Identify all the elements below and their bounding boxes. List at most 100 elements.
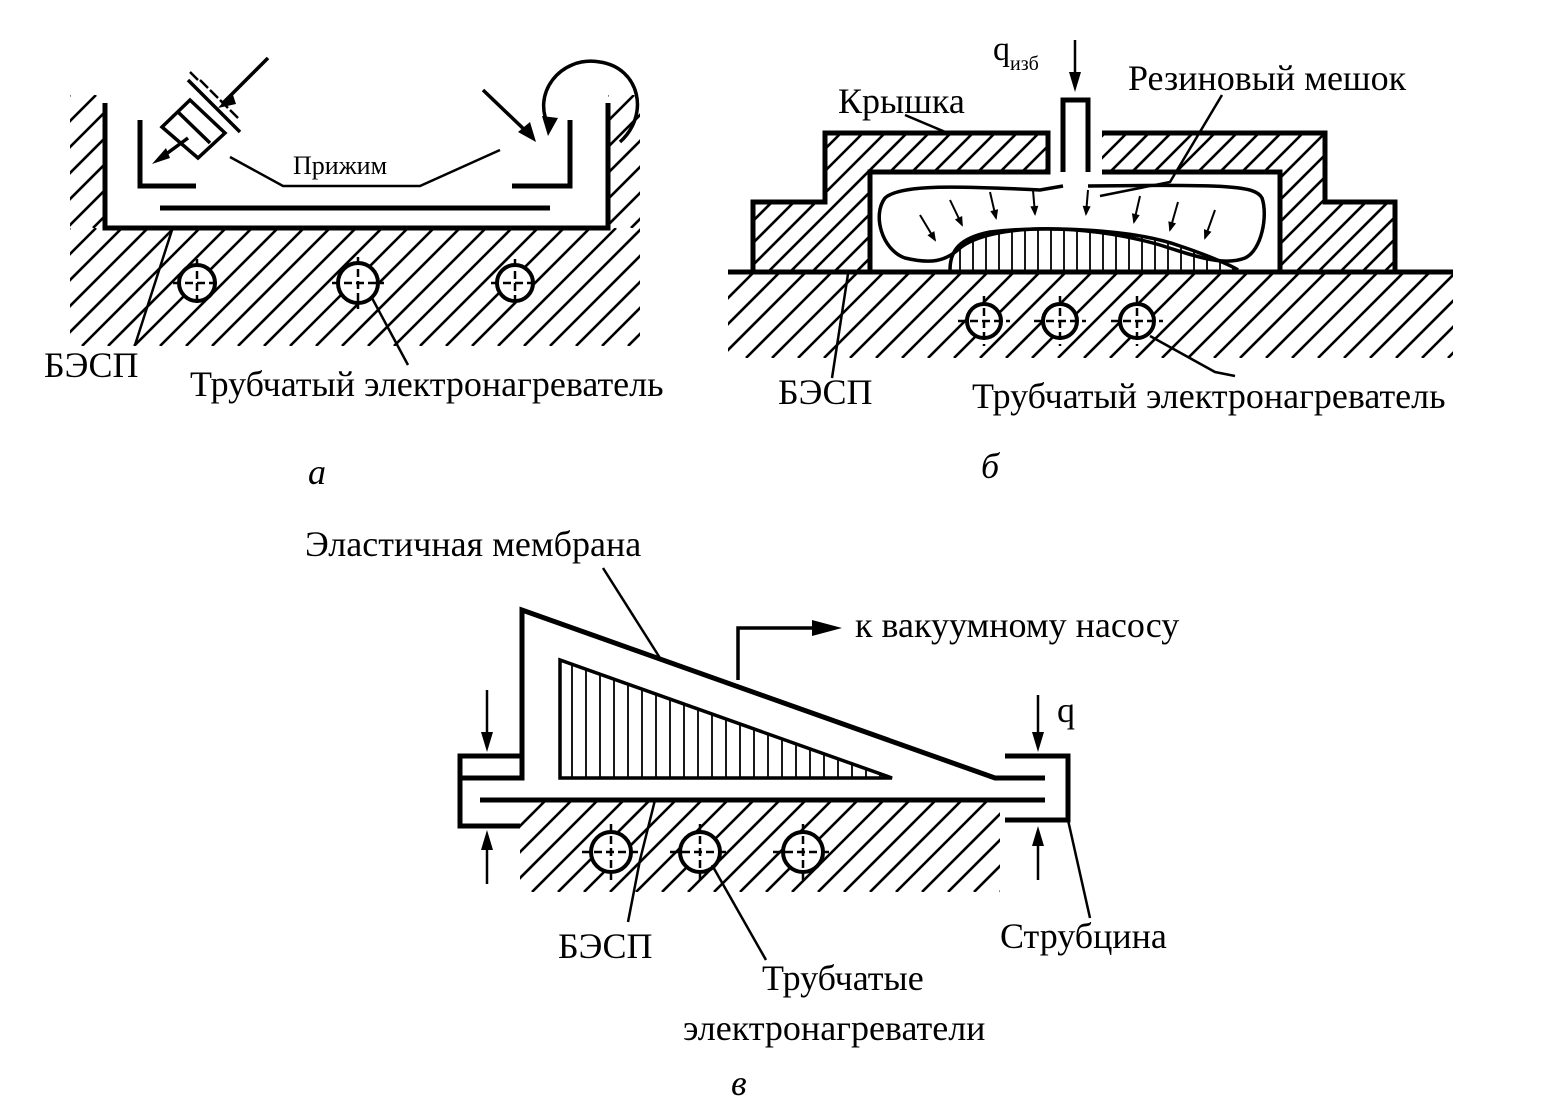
- hatch-line: [367, 228, 487, 346]
- b-lid-right-outline: [1102, 130, 1398, 275]
- hatch-line: [1421, 325, 1453, 358]
- b-inlet-tube: [1060, 97, 1091, 172]
- hatch-line: [1383, 133, 1395, 272]
- hatch-line: [520, 800, 521, 802]
- a-press-tool: [152, 56, 270, 164]
- hatch-line: [1361, 133, 1395, 272]
- c-besp-label: БЭСП: [558, 926, 652, 966]
- a-wall-right-hatch: [608, 95, 842, 228]
- hatch-line: [70, 228, 97, 256]
- hatch-line: [609, 800, 703, 892]
- hatch-line: [630, 95, 640, 228]
- a-caption: а: [308, 452, 326, 492]
- hatch-line: [899, 133, 1040, 272]
- hatch-line: [987, 133, 1128, 272]
- c-clamp-right: [1005, 753, 1071, 823]
- hatch-line: [70, 228, 71, 230]
- hatch-line: [979, 272, 1067, 358]
- hatch-line: [608, 95, 640, 228]
- hatch-line: [549, 254, 640, 346]
- c-clamp-left: [457, 753, 520, 829]
- hatch-line: [1395, 299, 1453, 358]
- hatch-line: [709, 95, 842, 228]
- c-membrane-leader: [601, 567, 662, 659]
- b-lid-label: Крышка: [838, 81, 965, 121]
- b-besp-label: БЭСП: [778, 372, 872, 412]
- hatch-line: [947, 838, 1000, 892]
- b-q-label: qизб: [993, 31, 1039, 75]
- hatch-line: [70, 95, 105, 228]
- a-clamp-right: [512, 120, 573, 189]
- hatch-line: [877, 133, 1018, 272]
- hatch-line: [789, 133, 930, 272]
- hatch-line: [1406, 133, 1545, 272]
- b-rubber-bag: [877, 183, 1266, 263]
- a-wall-left-hatch: [70, 95, 105, 228]
- hatch-line: [1516, 133, 1553, 272]
- a-curved-arrowhead: [542, 116, 558, 136]
- b-lid-leader: [904, 113, 951, 136]
- b-heater-2: [1034, 296, 1086, 346]
- bag-pressure-arrowhead: [1030, 205, 1039, 216]
- hatch-line: [791, 800, 885, 892]
- hatch-line: [520, 800, 547, 828]
- b-caption: б: [981, 446, 1001, 486]
- hatch-line: [817, 800, 911, 892]
- hatch-line: [1213, 272, 1301, 358]
- c-heater-2: [670, 824, 730, 880]
- hatch-line: [753, 133, 754, 272]
- a-heater-2: [332, 257, 384, 309]
- a-heater-label: Трубчатый электронагреватель: [190, 364, 664, 404]
- hatch-line: [767, 133, 908, 272]
- a-clamp-left: [137, 120, 196, 189]
- hatch-line: [875, 272, 963, 358]
- hatch-line: [728, 272, 807, 352]
- hatch-line: [687, 800, 781, 892]
- a-curved-arrow: [542, 59, 640, 144]
- hatch-line: [531, 800, 625, 892]
- bag-pressure-arrowhead: [1082, 205, 1091, 216]
- hatch-line: [843, 800, 937, 892]
- c-part: [558, 657, 893, 780]
- a-heater-3: [491, 259, 539, 307]
- bag-pressure-arrowhead: [1168, 221, 1177, 232]
- hatch-line: [1339, 133, 1395, 272]
- hatch-line: [1187, 272, 1275, 358]
- diagram-b: qизб Крышка Резиновый мешок БЭСП Трубчат…: [728, 31, 1553, 486]
- hatch-line: [1526, 272, 1553, 358]
- hatch-line: [211, 228, 331, 346]
- c-q-label: q: [1057, 690, 1075, 730]
- c-heaters-label-2: электронагреватели: [683, 1008, 985, 1048]
- hatch-line: [901, 272, 989, 358]
- c-clamp-leader: [1066, 819, 1092, 919]
- hatch-line: [107, 228, 227, 346]
- c-heaters-leader: [710, 864, 768, 961]
- c-membrane-label: Эластичная мембрана: [305, 524, 641, 564]
- hatch-line: [70, 95, 97, 228]
- b-bag-label: Резиновый мешок: [1128, 58, 1407, 98]
- a-clamp-leader: [229, 148, 501, 188]
- hatch-line: [627, 332, 640, 346]
- a-heater-leader: [370, 297, 410, 366]
- hatch-line: [728, 272, 729, 274]
- hatch-line: [1317, 272, 1405, 358]
- a-besp-label: БЭСП: [44, 345, 138, 385]
- hatch-line: [520, 800, 599, 880]
- hatch-line: [1494, 133, 1553, 272]
- hatch-line: [608, 95, 640, 228]
- b-heater-3: [1111, 296, 1163, 346]
- hatch-line: [683, 95, 816, 228]
- hatch-line: [728, 272, 755, 300]
- c-vacuum-arrowhead: [812, 620, 842, 636]
- a-besp-leader: [133, 229, 174, 346]
- hatch-line: [1343, 272, 1431, 358]
- hatch-line: [973, 864, 1000, 892]
- b-q-arrowhead: [1069, 72, 1081, 92]
- hatch-line: [70, 228, 175, 334]
- hatch-line: [520, 800, 573, 854]
- hatch-line: [1161, 272, 1249, 358]
- b-heater-1: [958, 296, 1010, 346]
- hatch-line: [1135, 272, 1223, 358]
